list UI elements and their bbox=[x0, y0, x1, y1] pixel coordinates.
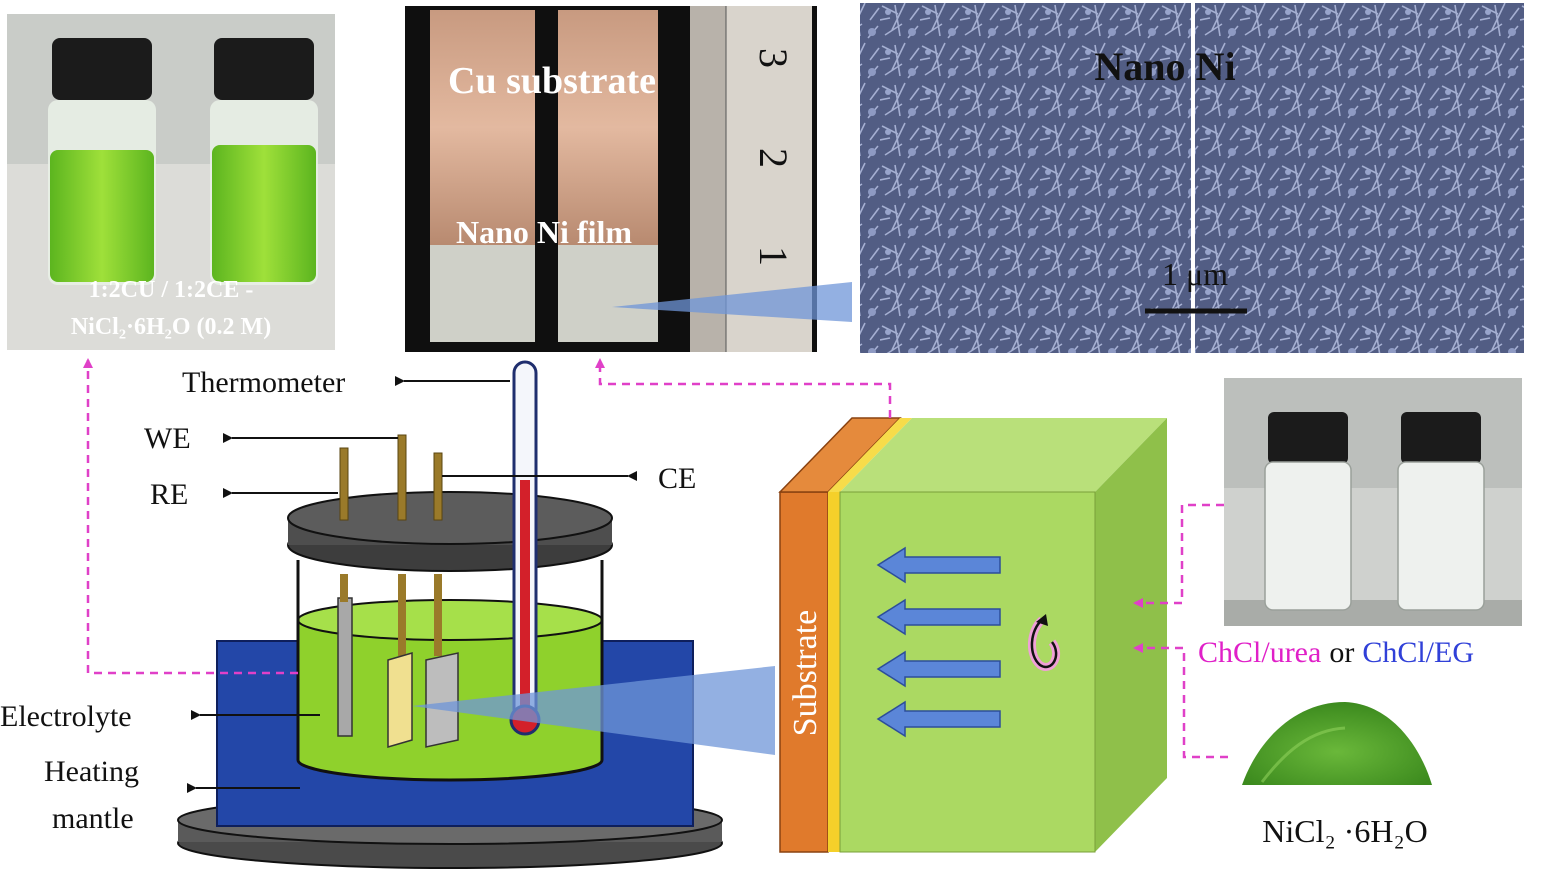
solvent-chcl-urea: ChCl/urea bbox=[1198, 636, 1321, 669]
thermometer-label: Thermometer bbox=[182, 366, 345, 399]
nickel-chloride-powder: NiCl₂ ·6H₂O bbox=[1242, 702, 1432, 849]
dashed-connectors bbox=[83, 358, 1228, 759]
cu-substrate-label: Cu substrate bbox=[448, 60, 656, 102]
vial-1 bbox=[48, 38, 156, 285]
sem-title: Nano Ni bbox=[1094, 44, 1235, 89]
cu-strip-2 bbox=[558, 10, 658, 245]
stirring-icon bbox=[1028, 614, 1061, 671]
ruler-number-2: 2 bbox=[751, 148, 796, 168]
sem-scale-label: 1 μm bbox=[1162, 256, 1228, 292]
re-label: RE bbox=[150, 478, 188, 511]
cell-lid bbox=[287, 491, 613, 545]
ion-flow-arrows bbox=[876, 546, 1001, 738]
electrochemical-cell: Thermometer WE RE CE Electrolyte Heating… bbox=[0, 360, 723, 869]
working-electrode bbox=[387, 652, 413, 748]
ruler-number-3: 3 bbox=[751, 48, 796, 68]
ruler-number-1: 1 bbox=[751, 246, 796, 266]
we-label: WE bbox=[144, 422, 191, 455]
ni-film-2 bbox=[558, 245, 658, 342]
deposition-box: Substrate bbox=[778, 417, 1167, 853]
electrolyte-label: Electrolyte bbox=[0, 700, 132, 733]
counter-electrode bbox=[425, 652, 459, 748]
substrate-photo: 3 2 1 Cu substrate Nano Ni film bbox=[405, 6, 817, 352]
reference-electrode bbox=[337, 597, 353, 737]
ce-label: CE bbox=[658, 462, 696, 495]
vials-label-line2: NiCl₂·6H₂O (0.2 M) bbox=[71, 314, 271, 340]
vial-2 bbox=[210, 38, 318, 285]
heating-label-line2: mantle bbox=[52, 802, 134, 835]
salt-formula-label: NiCl₂ ·6H₂O bbox=[1262, 813, 1427, 849]
substrate-label: Substrate bbox=[787, 610, 824, 737]
connector-salt-to-box bbox=[1133, 643, 1228, 759]
nano-ni-film-label: Nano Ni film bbox=[456, 214, 632, 250]
sem-image: Nano Ni 1 μm bbox=[860, 3, 1524, 353]
zoom-wedge-sem bbox=[612, 282, 852, 322]
heating-label-line1: Heating bbox=[44, 755, 139, 788]
ni-film-1 bbox=[430, 245, 535, 342]
solvent-chcl-eg: ChCl/EG bbox=[1362, 636, 1474, 669]
connector-solvent-to-box bbox=[1133, 503, 1224, 608]
connector-substrate-to-photo bbox=[595, 358, 892, 418]
zoom-wedge-deposition bbox=[412, 666, 775, 755]
vials-photo-top: 1:2CU / 1:2CE - NiCl₂·6H₂O (0.2 M) bbox=[7, 14, 335, 350]
vials-photo-solvent bbox=[1224, 378, 1522, 626]
thermometer bbox=[509, 360, 541, 736]
connector-electrolyte-to-vials bbox=[83, 358, 298, 675]
cu-strip-1 bbox=[430, 10, 535, 245]
vials-label-line1: 1:2CU / 1:2CE - bbox=[89, 277, 254, 303]
solvent-or: or bbox=[1329, 636, 1354, 669]
